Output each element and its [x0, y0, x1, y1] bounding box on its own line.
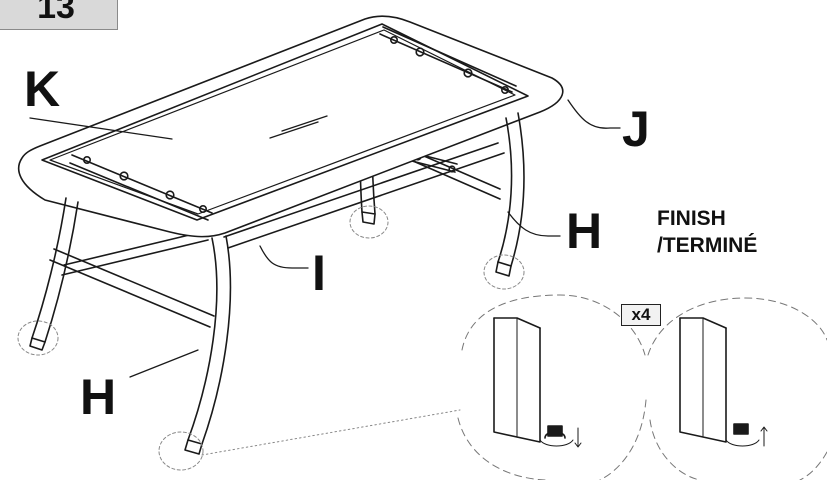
detail-foot-2 [679, 317, 768, 447]
leg-right [495, 112, 525, 277]
leg-front-center [184, 235, 232, 455]
callout-line [201, 409, 461, 456]
step-number-box [0, 0, 118, 30]
part-label-k: K [24, 61, 61, 117]
front-bracket [69, 154, 213, 221]
leader-lines [29, 99, 621, 378]
part-label-j: J [622, 101, 650, 157]
back-bracket [379, 26, 517, 95]
finish-line-2: /TERMINÉ [657, 234, 758, 257]
leg-front-left [29, 197, 79, 351]
part-label-h-right: H [566, 203, 603, 259]
finish-text: FINISH /TERMINÉ [657, 205, 757, 259]
foot-markers [17, 205, 525, 471]
finish-line-1: FINISH [657, 207, 726, 230]
step-number: 13 [37, 0, 75, 26]
tabletop-frame [17, 15, 564, 238]
quantity-badge: x4 [621, 304, 661, 326]
part-label-i: I [312, 245, 326, 301]
glass-glare [269, 115, 328, 139]
part-label-h-left: H [80, 369, 117, 425]
detail-foot-1 [493, 317, 582, 448]
